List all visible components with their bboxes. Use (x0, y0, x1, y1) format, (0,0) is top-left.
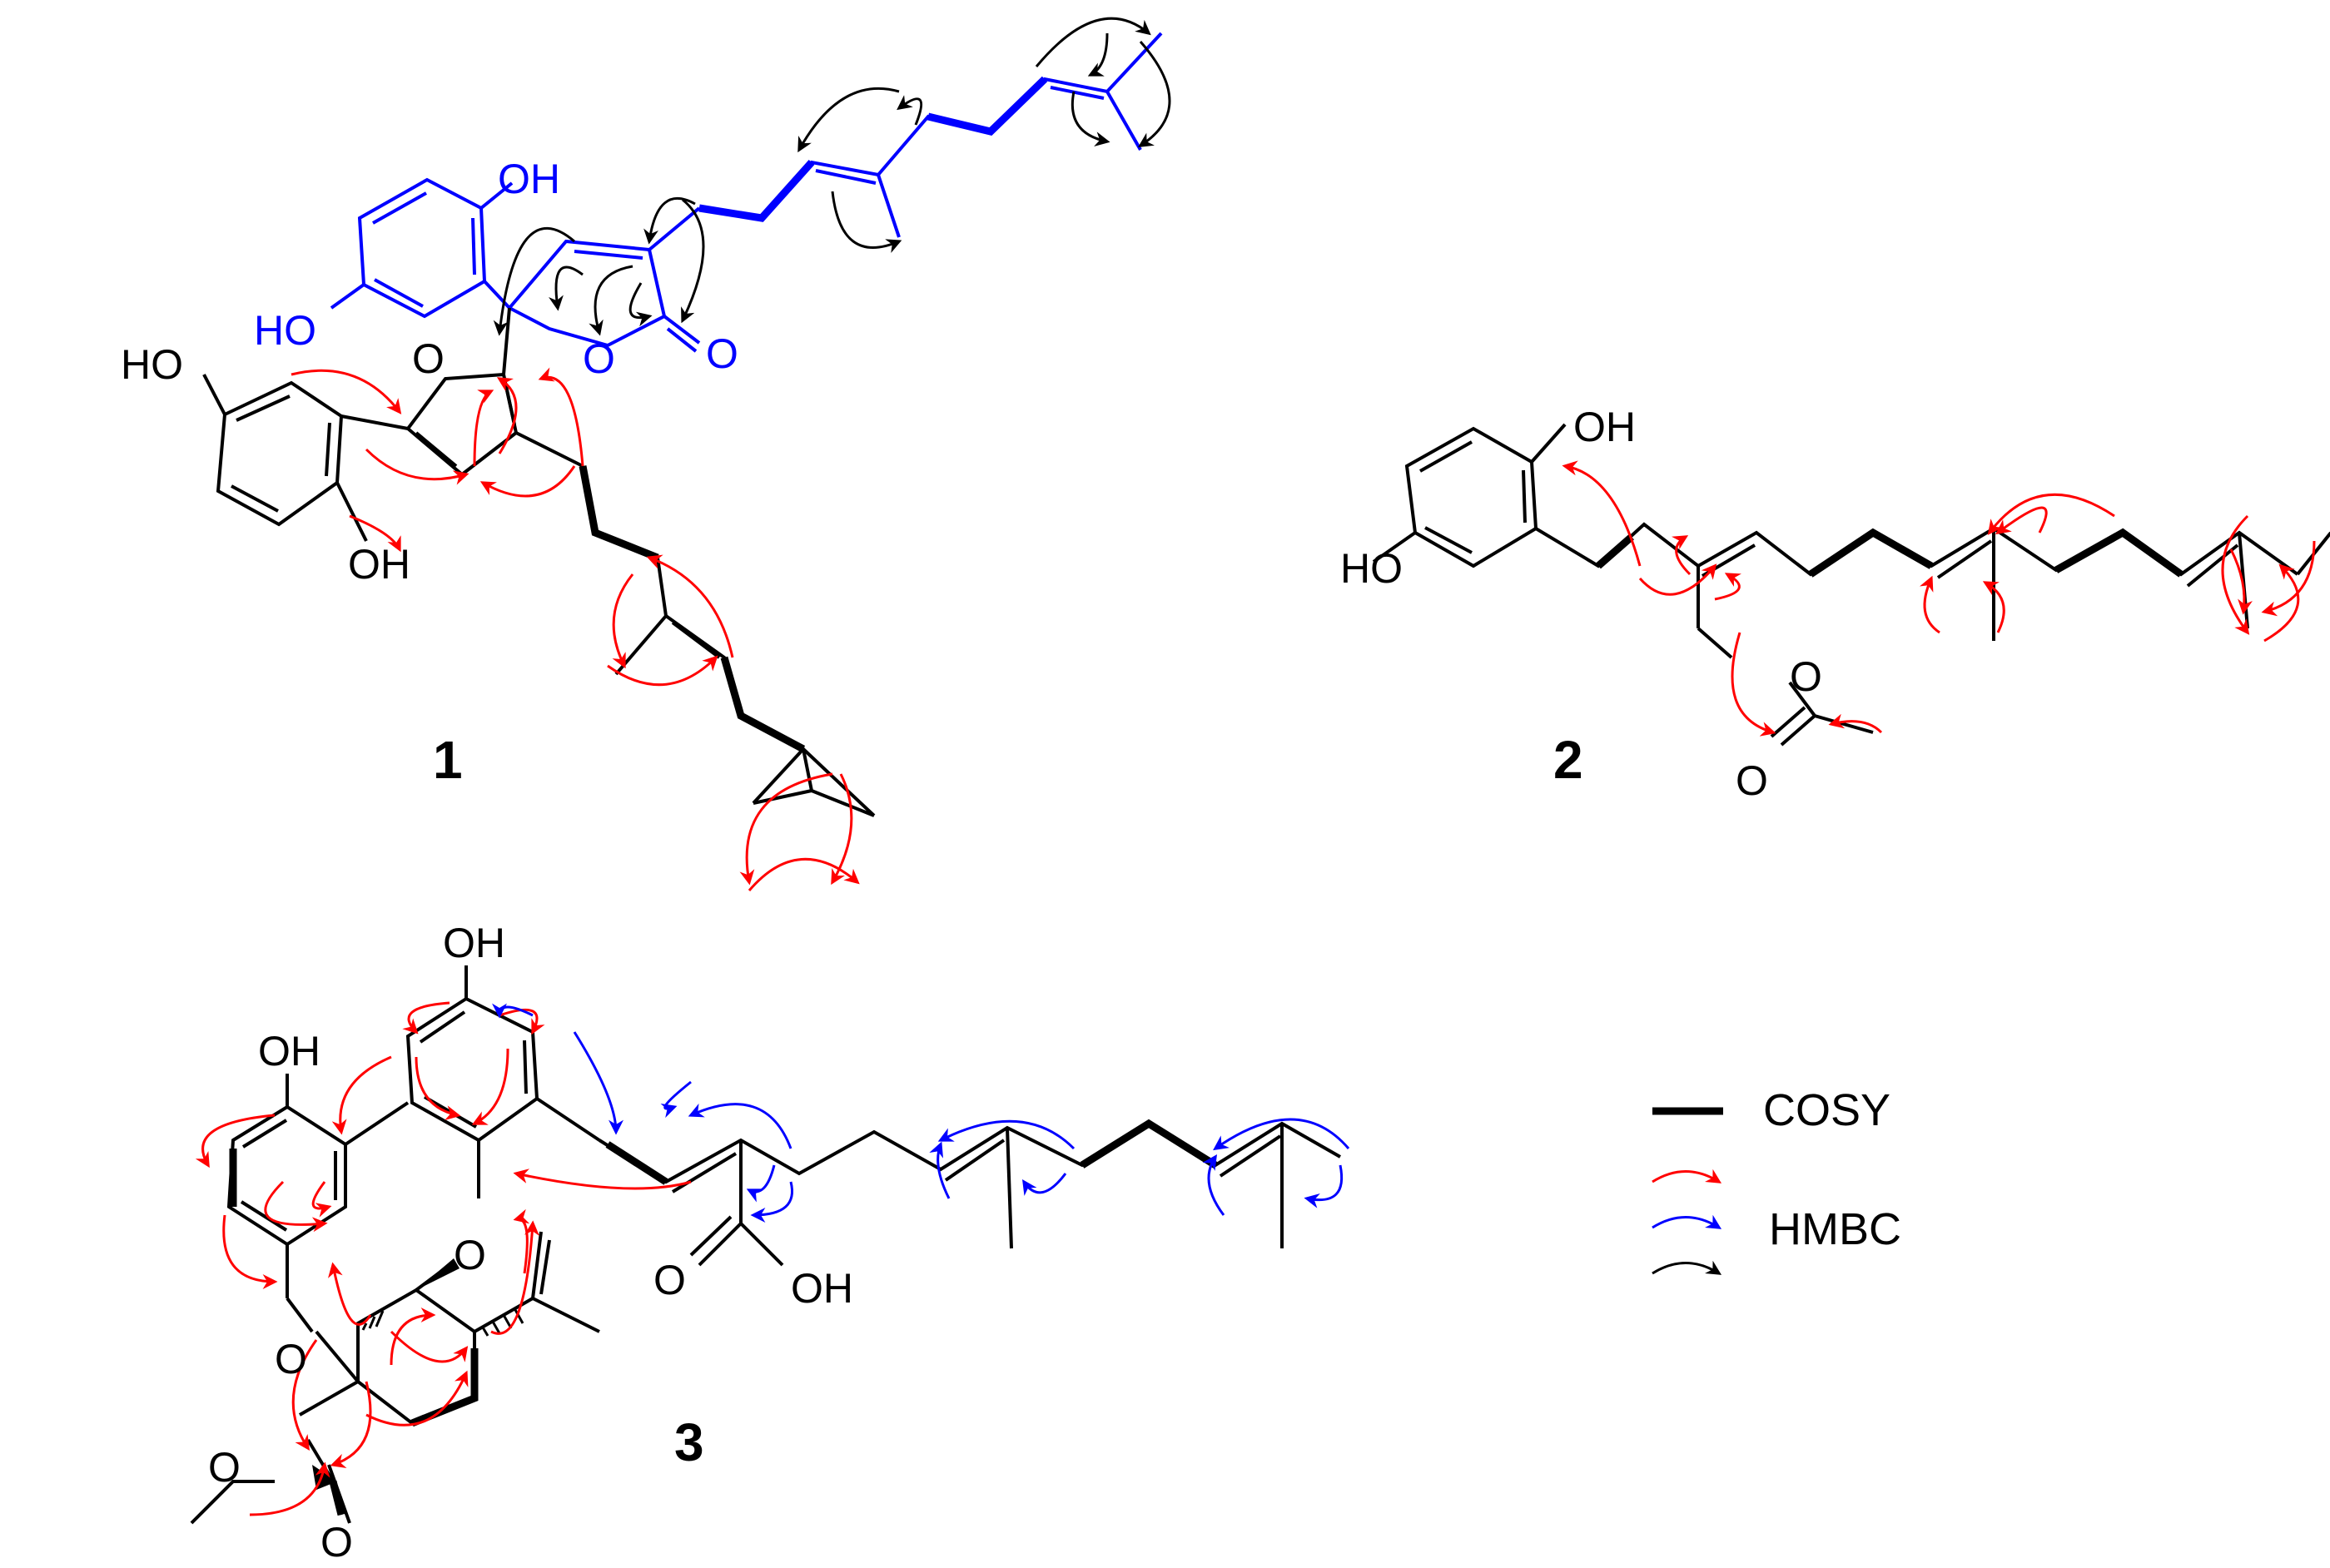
compound-2: OH HO O O 2 (1340, 404, 2330, 804)
legend-hmbc-label: HMBC (1769, 1204, 1901, 1254)
compound-2-o-ester: O (1790, 653, 1822, 700)
compound-1-o-carbonyl: O (706, 330, 738, 377)
compound-3-o-ether: O (275, 1336, 307, 1382)
legend-blue-arrow-icon (1652, 1214, 1722, 1229)
compound-1-ho-a: HO (254, 307, 316, 354)
compound-3-hmbc-blue (492, 1003, 1350, 1223)
compound-1-label: 1 (433, 730, 463, 790)
compound-3: OH OH O O O O O OH 3 (190, 920, 1350, 1566)
compound-1-blue-cosy (698, 76, 1048, 222)
compound-2-hmbc-red (1562, 460, 2316, 737)
compound-3-stereo (312, 1258, 524, 1490)
compound-3-cosy (229, 1119, 1218, 1516)
compound-1-black-cosy (579, 465, 806, 752)
compound-1-oh-b: OH (348, 541, 410, 588)
legend-cosy-label: COSY (1763, 1085, 1890, 1135)
compound-3-o-me: O (208, 1444, 241, 1491)
compound-1: OH HO O O O HO OH 1 (121, 17, 1171, 891)
compound-2-o-carbonyl: O (1736, 757, 1768, 804)
compound-1-hmbc-black (493, 17, 1171, 336)
compound-2-ho: HO (1340, 545, 1403, 592)
compound-3-o-ring: O (454, 1232, 486, 1278)
compound-1-o-lactone: O (583, 335, 615, 382)
compound-1-blue-fragment (330, 32, 1163, 353)
legend: COSY HMBC (1652, 1085, 1901, 1275)
legend-red-arrow-icon (1652, 1169, 1722, 1183)
compound-1-oh-a: OH (498, 156, 560, 202)
compound-1-hmbc-red (291, 367, 860, 891)
compound-3-oh-top: OH (443, 920, 505, 966)
legend-black-arrow-icon (1652, 1260, 1722, 1275)
compound-3-label: 3 (674, 1412, 704, 1472)
compound-2-label: 2 (1553, 730, 1583, 790)
compound-3-oh-left: OH (258, 1028, 320, 1074)
compound-3-o-carbonyl: O (320, 1519, 353, 1566)
compound-2-oh: OH (1573, 404, 1636, 450)
compound-2-cosy (1596, 528, 2183, 578)
compound-2-skeleton (1372, 423, 2330, 747)
compound-1-ho-b: HO (121, 341, 183, 388)
compound-1-black-fragment (202, 307, 876, 817)
compound-3-hmbc-red (195, 1001, 692, 1516)
compound-3-oh-acid: OH (791, 1265, 853, 1312)
compound-1-o-furan: O (412, 335, 445, 382)
compound-3-o-acid: O (653, 1257, 686, 1303)
